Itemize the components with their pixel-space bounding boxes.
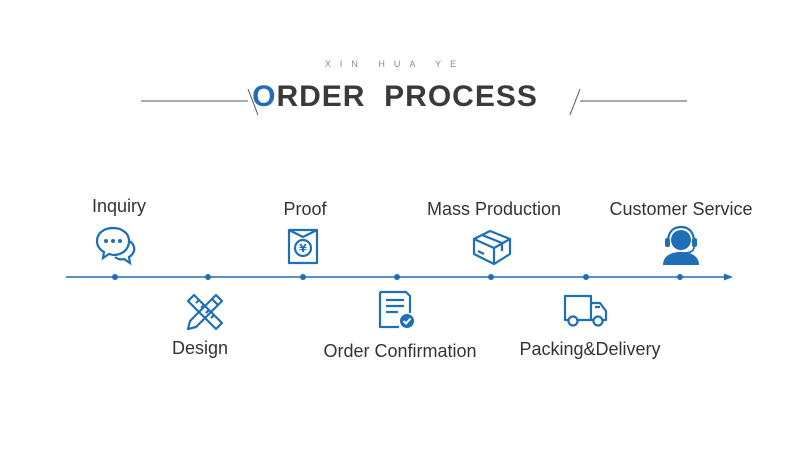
timeline-dot <box>205 274 211 280</box>
timeline-dots <box>112 274 683 280</box>
step-label: Packing&Delivery <box>519 339 661 359</box>
pencil-ruler-icon <box>186 293 224 331</box>
title-first-letter: O <box>252 80 277 113</box>
headset-agent-icon <box>663 225 699 265</box>
title-left-decoration <box>141 88 687 116</box>
timeline-dot <box>583 274 589 280</box>
step-label: Inquiry <box>91 196 147 216</box>
timeline-arrowhead <box>724 273 733 281</box>
package-box-icon <box>472 229 512 266</box>
timeline-dot <box>394 274 400 280</box>
step-label: Customer Service <box>609 199 753 219</box>
chat-bubbles-icon <box>95 226 136 266</box>
svg-text:¥: ¥ <box>299 242 307 255</box>
timeline-dot <box>112 274 118 280</box>
step-label: Design <box>171 338 229 358</box>
step-label: Proof <box>283 199 327 219</box>
timeline-dot <box>300 274 306 280</box>
timeline-dot <box>677 274 683 280</box>
yen-receipt-icon: ¥ <box>287 228 319 265</box>
step-label: Mass Production <box>426 199 562 219</box>
document-check-icon <box>378 290 414 329</box>
page-title: ORDER PROCESS <box>0 80 790 114</box>
title-rest: RDER PROCESS <box>276 80 538 113</box>
step-label: Order Confirmation <box>323 341 477 361</box>
delivery-truck-icon <box>563 294 608 327</box>
subtitle: XIN HUA YE <box>324 59 466 69</box>
timeline-dot <box>488 274 494 280</box>
